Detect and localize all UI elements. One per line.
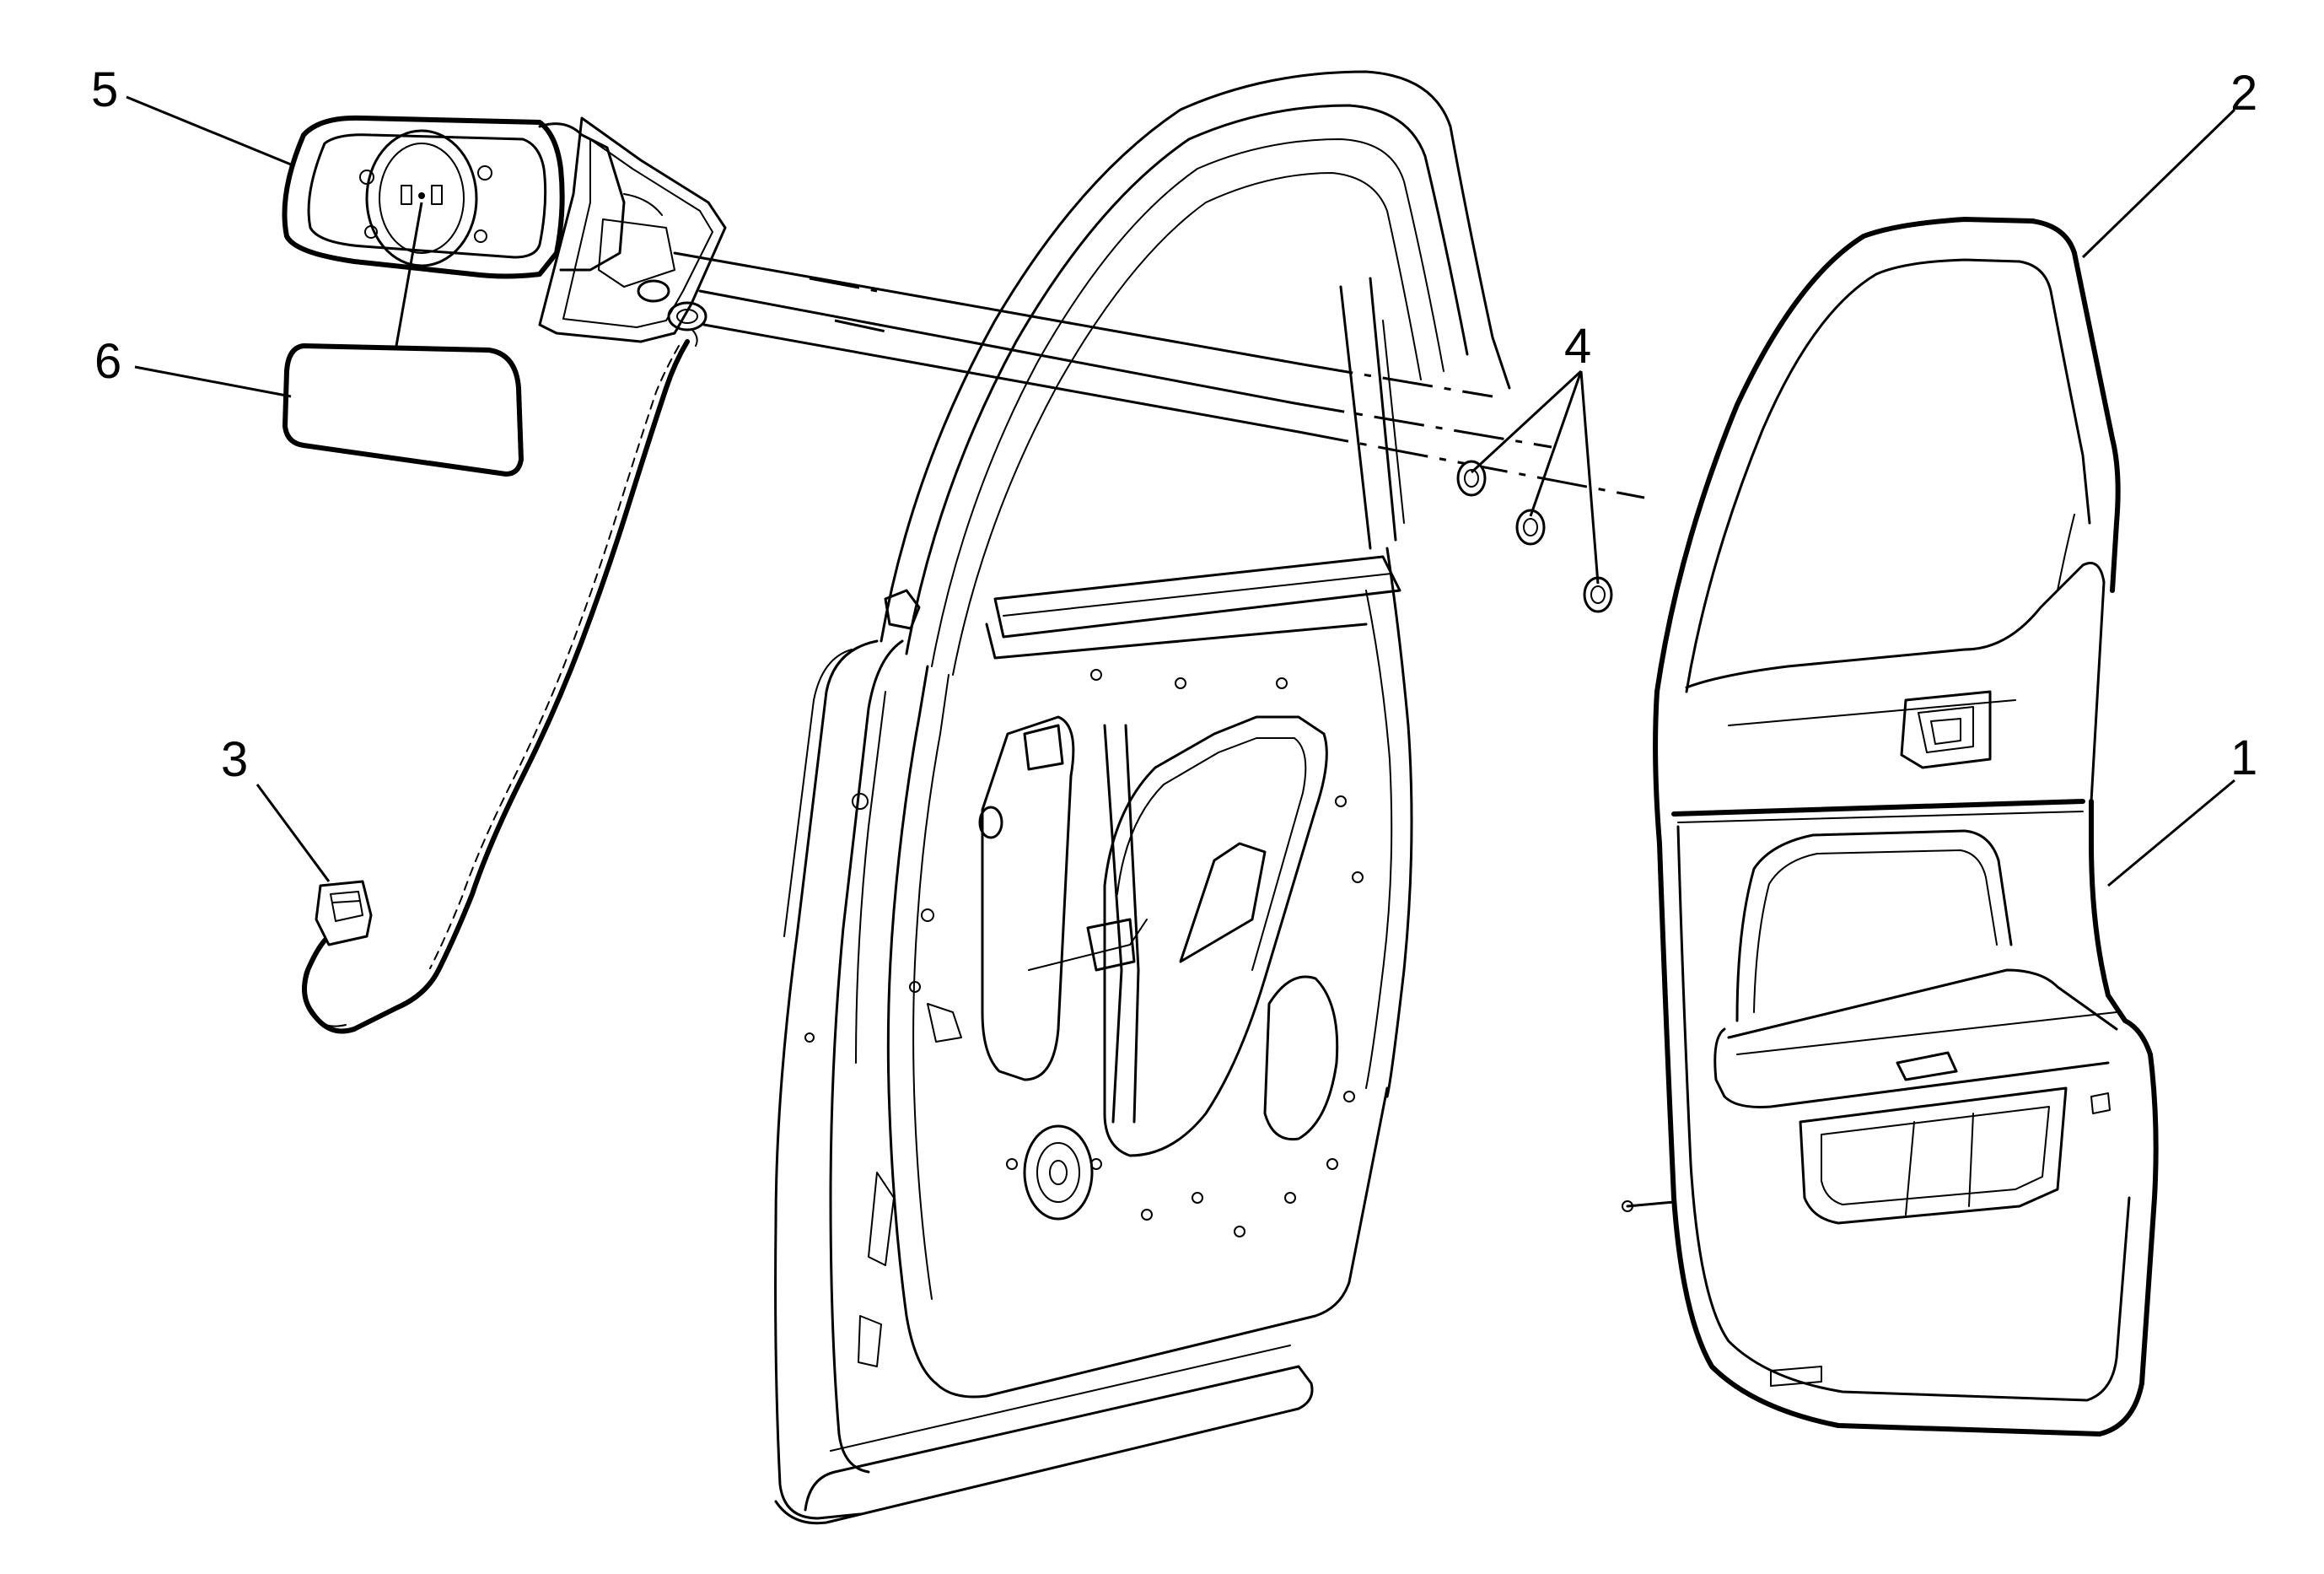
mirror-nuts [1456,460,1613,613]
callout-labels: 5 6 3 4 2 1 [91,62,2257,787]
mirror-wiring-harness [302,339,690,1034]
callout-4: 4 [1564,319,1591,374]
outside-mirror-assembly [282,115,727,347]
nut-1 [1456,460,1487,497]
callout-3: 3 [221,732,248,787]
mirror-glass [282,343,524,477]
door-inner-panel [774,70,1511,1525]
door-trim-panel [1622,217,2159,1437]
alignment-lines [673,251,1645,499]
callout-2: 2 [2230,66,2257,121]
leader-lines [126,95,2236,887]
callout-6: 6 [94,334,121,389]
nut-2 [1515,509,1546,546]
callout-5: 5 [91,62,118,117]
callout-1: 1 [2230,730,2257,785]
